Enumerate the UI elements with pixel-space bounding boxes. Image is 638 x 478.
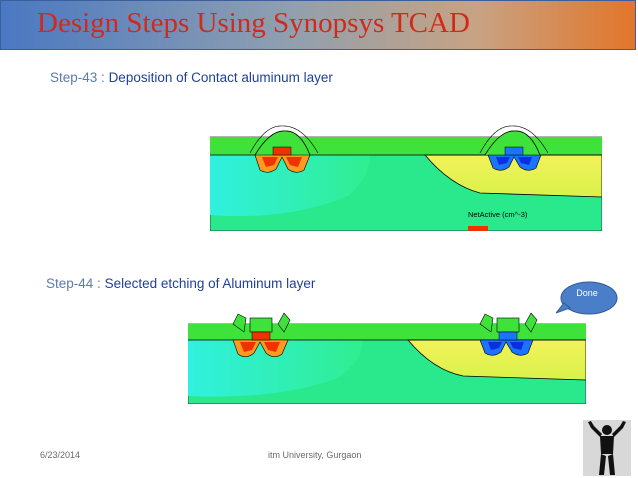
tcad-simulation-step-44 (188, 312, 586, 404)
legend-label: NetActive (cm^-3) (468, 210, 528, 219)
done-callout (556, 281, 618, 315)
step-44-description: Selected etching of Aluminum layer (104, 276, 316, 291)
footer-institution: itm University, Gurgaon (268, 450, 362, 460)
step-44-caption: Step-44 : Selected etching of Aluminum l… (46, 276, 315, 291)
step-43-description: Deposition of Contact aluminum layer (108, 70, 333, 85)
footer-date: 6/23/2014 (40, 450, 81, 460)
slide-title: Design Steps Using Synopsys TCAD (37, 7, 470, 39)
step-44-label: Step-44 : (46, 276, 101, 291)
legend-swatch (468, 226, 488, 231)
step-43-caption: Step-43 : Deposition of Contact aluminum… (50, 70, 333, 85)
person-silhouette-icon (583, 420, 631, 476)
step-43-label: Step-43 : (50, 70, 105, 85)
done-callout-text: Done (576, 288, 598, 298)
tcad-simulation-step-43: NetActive (cm^-3) (210, 125, 602, 231)
title-bar: Design Steps Using Synopsys TCAD (0, 0, 636, 50)
